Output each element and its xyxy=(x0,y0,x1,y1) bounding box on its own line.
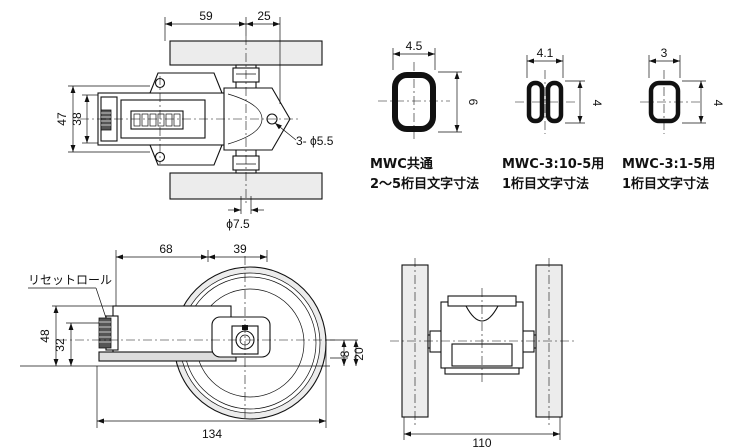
svg-text:MWC-3:10-5用: MWC-3:10-5用 xyxy=(502,157,604,172)
svg-text:6: 6 xyxy=(466,99,480,106)
svg-text:2〜5桁目文字寸法: 2〜5桁目文字寸法 xyxy=(370,176,479,192)
dim-38: 38 xyxy=(70,112,84,126)
dim-20: 20 xyxy=(352,347,366,361)
svg-text:4: 4 xyxy=(590,100,604,107)
top-view: 59 25 47 38 3- ϕ5.5 ϕ7.5 xyxy=(55,9,334,231)
dim-25: 25 xyxy=(257,9,271,23)
char-size-2: 4.1 4 MWC-3:10-5用 1桁目文字寸法 xyxy=(502,46,604,192)
char-size-1: 4.5 6 MWC共通 2〜5桁目文字寸法 xyxy=(370,39,480,192)
char-size-details: 4.5 6 MWC共通 2〜5桁目文字寸法 4.1 4 MWC-3:10-5用 … xyxy=(370,39,725,192)
svg-text:1桁目文字寸法: 1桁目文字寸法 xyxy=(622,176,709,192)
dim-48: 48 xyxy=(38,329,52,343)
side-counter-body xyxy=(112,305,232,361)
svg-text:3: 3 xyxy=(661,46,668,60)
front-view: 110 xyxy=(390,258,575,448)
dim-shaft: ϕ7.5 xyxy=(226,217,250,231)
svg-text:MWC-3:1-5用: MWC-3:1-5用 xyxy=(622,157,715,172)
dim-8: 8 xyxy=(338,350,352,357)
reset-roll-knurl-side xyxy=(98,317,112,349)
side-view: リセットロール 68 39 48 32 8 20 134 xyxy=(20,242,366,441)
svg-text:4: 4 xyxy=(711,100,725,107)
reset-roll-label: リセットロール xyxy=(28,273,112,287)
dim-68: 68 xyxy=(159,242,173,256)
dim-39: 39 xyxy=(233,242,247,256)
dim-32: 32 xyxy=(53,338,67,352)
svg-text:MWC共通: MWC共通 xyxy=(370,156,433,172)
dim-hole: 3- ϕ5.5 xyxy=(296,134,334,148)
counter-display xyxy=(130,110,184,130)
svg-text:4.1: 4.1 xyxy=(537,46,554,60)
reset-roll-knurl-top xyxy=(100,109,112,131)
svg-text:1桁目文字寸法: 1桁目文字寸法 xyxy=(502,176,589,192)
char-size-3: 3 4 MWC-3:1-5用 1桁目文字寸法 xyxy=(622,46,725,192)
dim-47: 47 xyxy=(55,112,69,126)
dim-59: 59 xyxy=(199,9,213,23)
dim-110: 110 xyxy=(472,436,491,448)
dim-134: 134 xyxy=(202,427,222,441)
svg-text:4.5: 4.5 xyxy=(406,39,423,53)
